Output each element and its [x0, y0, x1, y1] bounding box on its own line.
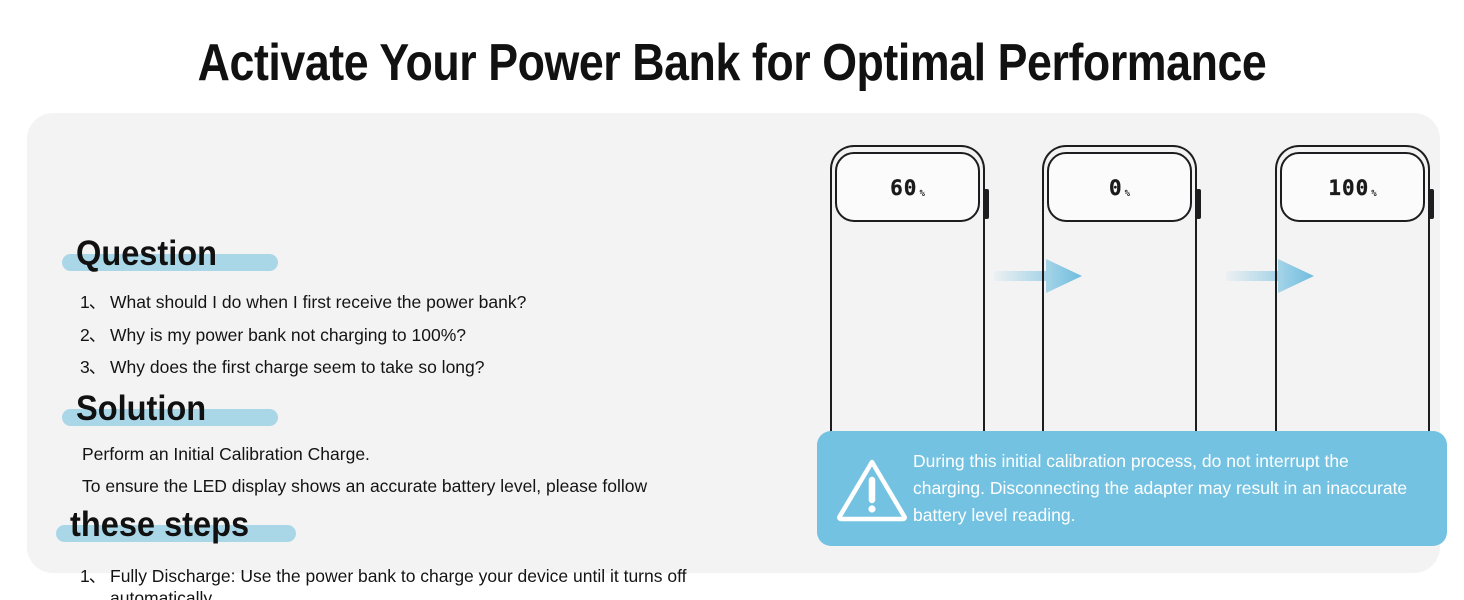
power-bank-sequence: 60 % — [802, 145, 1440, 445]
list-item-index: 3、 — [80, 357, 106, 377]
list-item-text: What should I do when I first receive th… — [110, 292, 527, 312]
list-item-text: Fully Discharge: Use the power bank to c… — [110, 566, 687, 600]
solution-paragraph-1: Perform an Initial Calibration Charge. — [82, 444, 370, 464]
battery-percentage: 100 % — [1328, 176, 1377, 200]
list-item-index: 2、 — [80, 324, 106, 345]
battery-percentage: 0 % — [1109, 176, 1130, 200]
arrow-right-icon — [1226, 258, 1314, 294]
power-bank-0-percent: 0 % — [1042, 145, 1201, 445]
content-card: Question 1、 What should I do when I firs… — [27, 113, 1447, 600]
steps-heading-highlight — [56, 525, 296, 542]
solution-paragraph-2: To ensure the LED display shows an accur… — [82, 476, 648, 496]
solution-heading-label: Solution — [76, 389, 207, 428]
steps-list: 1、 Fully Discharge: Use the power bank t… — [80, 565, 730, 600]
steps-heading: these steps — [56, 505, 296, 544]
warning-banner: During this initial calibration process,… — [817, 431, 1447, 546]
solution-heading-highlight — [62, 409, 278, 426]
solution-heading: Solution — [62, 389, 278, 428]
list-item: 1、 What should I do when I first receive… — [80, 292, 720, 313]
list-item-index: 1、 — [80, 292, 106, 312]
page-title: Activate Your Power Bank for Optimal Per… — [197, 34, 1267, 92]
percent-sign: % — [1371, 189, 1377, 199]
power-bank-display: 100 % — [1280, 152, 1425, 222]
percent-sign: % — [1124, 189, 1131, 199]
power-bank-body — [830, 145, 985, 445]
power-bank-display: 60 % — [835, 152, 980, 222]
battery-percentage-value: 60 — [890, 176, 918, 200]
power-bank-60-percent: 60 % — [830, 145, 989, 445]
list-item-index: 1、 — [80, 566, 106, 586]
steps-heading-label: these steps — [70, 505, 250, 544]
question-heading-highlight — [62, 254, 278, 271]
power-bank-body — [1275, 145, 1430, 445]
question-heading-label: Question — [76, 234, 218, 273]
arrow-right-icon — [994, 258, 1082, 294]
list-item: 3、 Why does the first charge seem to tak… — [80, 357, 720, 378]
right-column: 60 % — [762, 113, 1447, 573]
left-column: Question 1、 What should I do when I firs… — [42, 113, 732, 600]
warning-text: During this initial calibration process,… — [913, 451, 1408, 525]
list-item-text: Why is my power bank not charging to 100… — [110, 324, 467, 345]
question-heading: Question — [62, 234, 278, 273]
power-bank-body — [1042, 145, 1197, 445]
battery-percentage-value: 0 — [1108, 176, 1123, 200]
power-button-icon — [1429, 189, 1434, 219]
battery-percentage: 60 % — [890, 176, 925, 200]
power-button-icon — [984, 189, 989, 219]
percent-sign: % — [919, 189, 925, 199]
question-list: 1、 What should I do when I first receive… — [80, 292, 720, 390]
list-item: 1、 Fully Discharge: Use the power bank t… — [80, 565, 730, 600]
warning-triangle-icon — [817, 456, 913, 522]
power-bank-100-percent: 100 % — [1275, 145, 1434, 445]
list-item: 2、 Why is my power bank not charging to … — [80, 325, 720, 346]
power-button-icon — [1196, 189, 1201, 219]
list-item-text: Why does the first charge seem to take s… — [110, 357, 485, 377]
power-bank-display: 0 % — [1047, 152, 1192, 222]
battery-percentage-value: 100 — [1328, 176, 1370, 200]
